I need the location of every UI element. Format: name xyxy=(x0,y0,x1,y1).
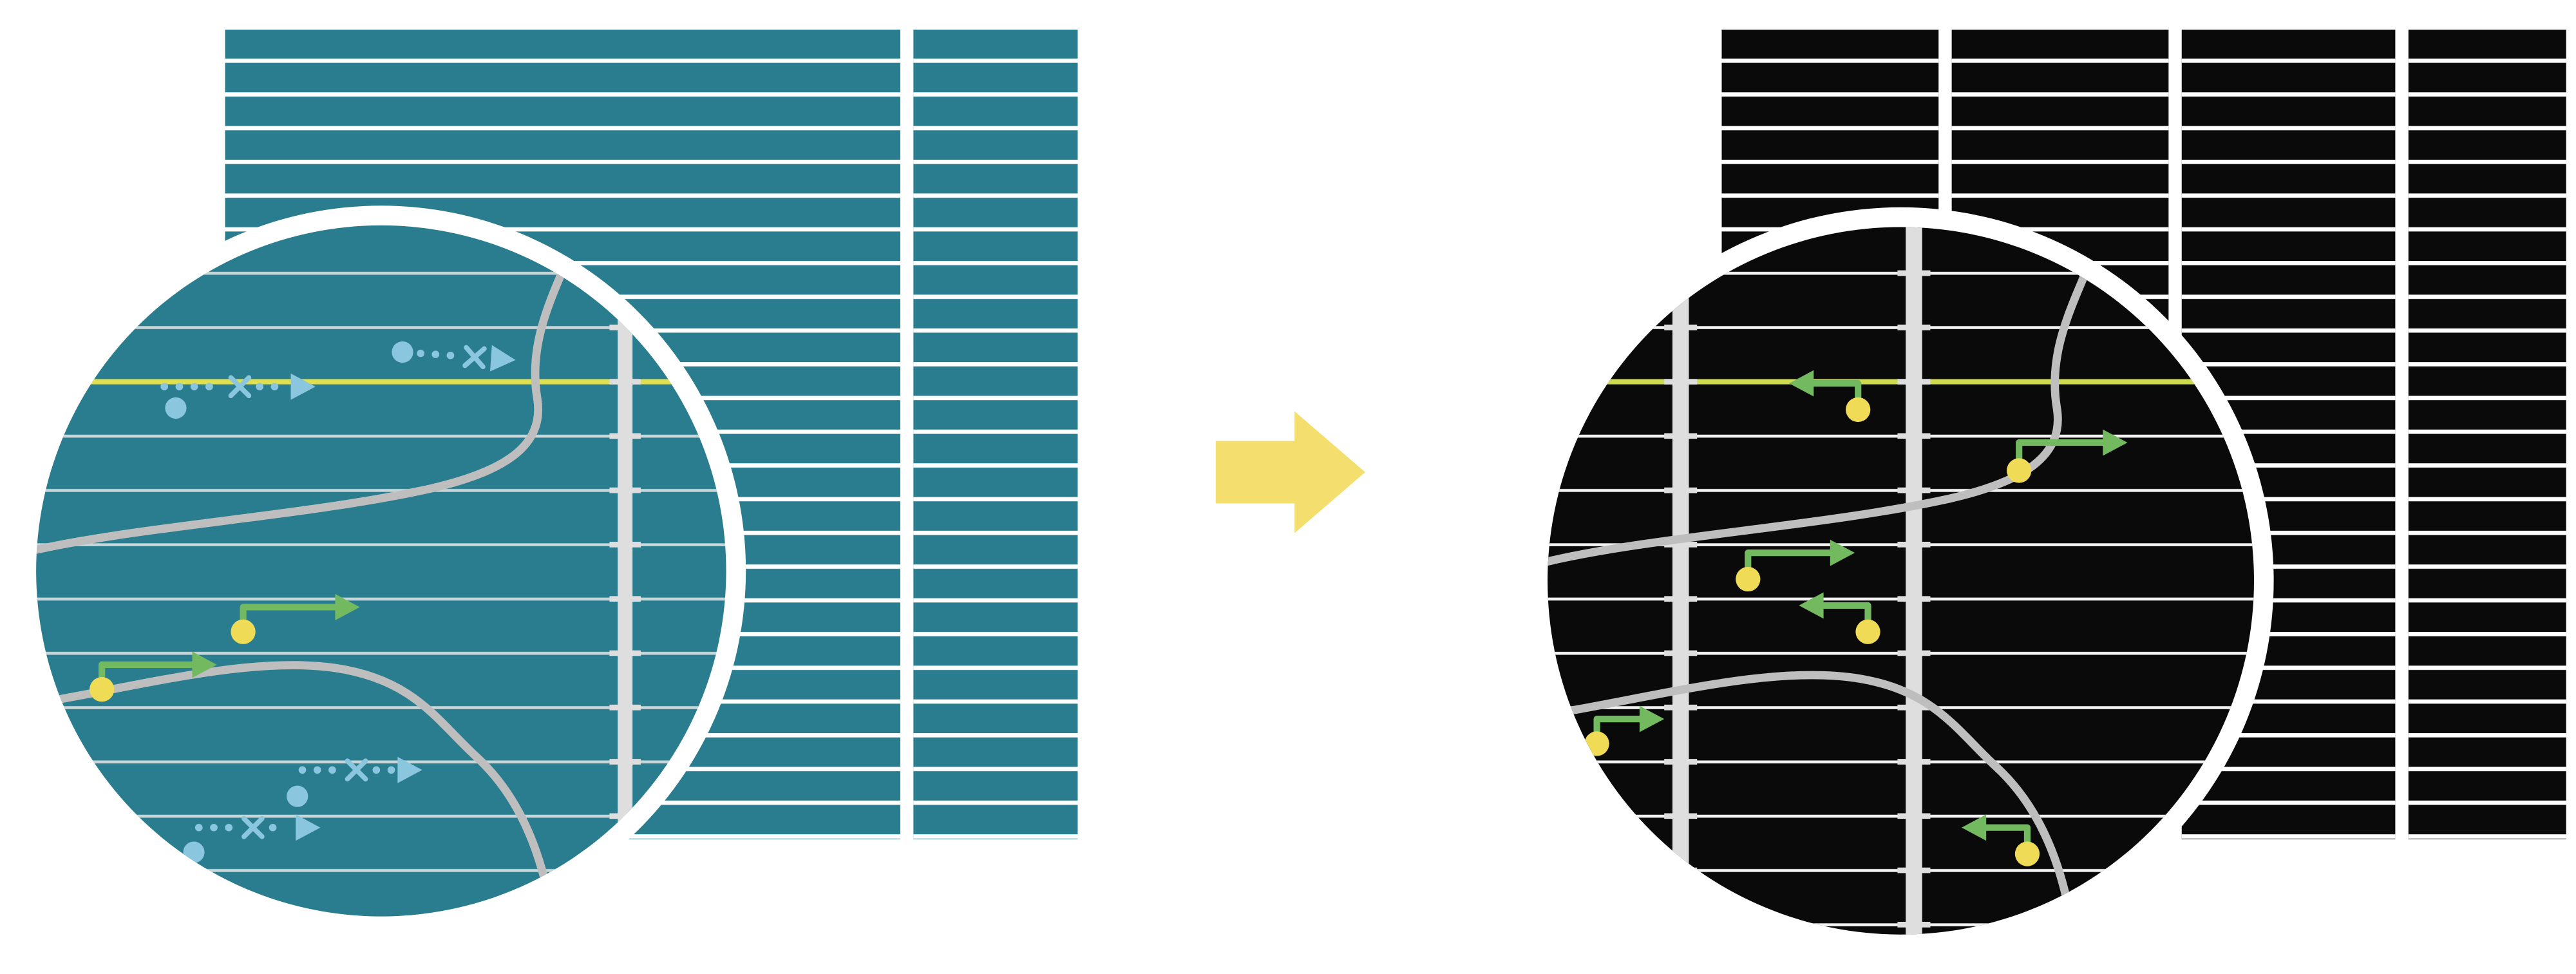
crack-line xyxy=(1548,227,2109,567)
right-magnifier xyxy=(1528,207,2274,955)
x-mark-icon xyxy=(228,375,252,399)
electron-dot xyxy=(90,676,115,702)
arrowhead-icon xyxy=(1789,370,1814,397)
left-panel-side-gridlines xyxy=(913,29,1078,839)
left-magnifier-finger-lines xyxy=(36,225,726,917)
electron-dot xyxy=(1736,566,1761,592)
x-mark-icon xyxy=(242,816,265,839)
electron-dot xyxy=(231,619,256,644)
blocked-electron-path xyxy=(160,373,316,419)
arrowhead-icon xyxy=(290,373,316,400)
electron-dot xyxy=(1855,619,1880,644)
x-mark-icon xyxy=(462,345,487,370)
blocked-electron-path xyxy=(183,814,321,863)
electron-dot xyxy=(2014,841,2040,866)
arrowhead-icon xyxy=(1639,705,1665,732)
dotted-path xyxy=(417,349,457,359)
electron-path-arrow xyxy=(1961,814,2040,866)
crack-line xyxy=(36,661,558,917)
left-magnifier-content xyxy=(36,225,726,917)
electron-dot xyxy=(165,397,187,419)
left-magnifier xyxy=(16,205,746,937)
right-magnifier-content xyxy=(1548,227,2254,935)
electron-dot xyxy=(2007,458,2032,483)
electron-path-arrow xyxy=(231,594,360,644)
electron-dot xyxy=(392,341,413,363)
electron-path-arrow xyxy=(1799,592,1880,644)
arrowhead-icon xyxy=(192,651,217,678)
arrowhead-icon xyxy=(489,345,516,372)
blocked-electron-path xyxy=(392,341,516,372)
transition-arrow-icon xyxy=(1215,411,1365,533)
electron-path-arrow xyxy=(90,651,217,702)
arrowhead-icon xyxy=(397,756,422,783)
crack-line xyxy=(36,225,589,557)
blocked-electron-path xyxy=(287,756,422,807)
right-panel-column-4-gridlines xyxy=(2408,29,2566,839)
arrowhead-icon xyxy=(2103,429,2128,456)
arrowhead-icon xyxy=(1830,539,1855,566)
electron-path-arrow xyxy=(1584,705,1665,756)
electron-dot xyxy=(287,785,308,807)
arrowhead-icon xyxy=(335,594,360,620)
arrowhead-icon xyxy=(1799,592,1824,619)
electron-path-arrow xyxy=(2007,429,2128,483)
crack-line xyxy=(1548,671,2078,935)
arrowhead-icon xyxy=(1961,814,1987,841)
x-mark-icon xyxy=(345,758,368,782)
arrowhead-icon xyxy=(296,814,321,841)
electron-dot xyxy=(1584,731,1609,756)
electron-path-arrow xyxy=(1789,370,1871,423)
electron-path-arrow xyxy=(1736,539,1855,592)
electron-dot xyxy=(1846,397,1871,423)
